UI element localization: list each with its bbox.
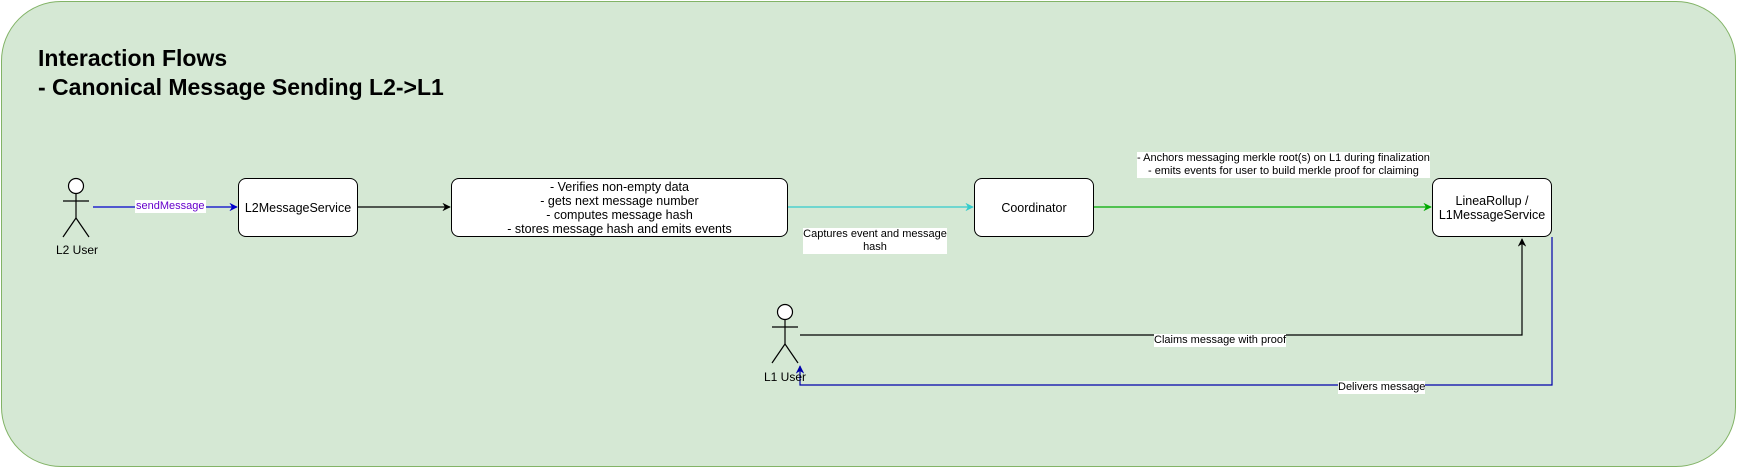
delivers-edge: [795, 237, 1553, 386]
claims-edge: [800, 238, 1527, 336]
linea-rollup-node: LineaRollup / L1MessageService: [1432, 178, 1552, 237]
process-step-2: - gets next message number: [540, 193, 699, 208]
captures-event-label-line1: Captures event and message: [803, 228, 947, 240]
anchors-label: - Anchors messaging merkle root(s) on L1…: [1137, 152, 1430, 178]
captures-event-label-line2: hash: [863, 241, 887, 253]
captures-event-label: Captures event and message hash: [803, 228, 947, 254]
send-message-label: sendMessage: [135, 200, 206, 213]
linea-rollup-label-line2: L1MessageService: [1438, 207, 1546, 222]
process-step-1: - Verifies non-empty data: [550, 179, 689, 194]
l2-user-actor-icon: [62, 177, 90, 238]
diagram-title-line1: Interaction Flows: [38, 45, 228, 71]
coordinator-node: Coordinator: [974, 178, 1094, 237]
claims-label: Claims message with proof: [1154, 334, 1287, 347]
l2-user-label: L2 User: [56, 243, 99, 257]
l1-user-actor-icon: [771, 303, 799, 364]
coordinator-label: Coordinator: [1001, 200, 1067, 215]
linea-rollup-label-line1: LineaRollup /: [1455, 193, 1529, 208]
process-step-3: - computes message hash: [546, 207, 693, 222]
diagram-title-line2: - Canonical Message Sending L2->L1: [38, 74, 444, 100]
l2-message-service-node: L2MessageService: [238, 178, 358, 237]
message-processing-node: - Verifies non-empty data - gets next me…: [451, 178, 788, 237]
anchors-label-line1: - Anchors messaging merkle root(s) on L1…: [1137, 152, 1430, 164]
anchors-label-line2: - emits events for user to build merkle …: [1148, 165, 1419, 177]
delivers-label: Delivers message: [1338, 381, 1426, 394]
l2-message-service-label: L2MessageService: [244, 200, 352, 215]
l1-user-label: L1 User: [764, 370, 807, 384]
process-step-4: - stores message hash and emits events: [507, 221, 732, 236]
